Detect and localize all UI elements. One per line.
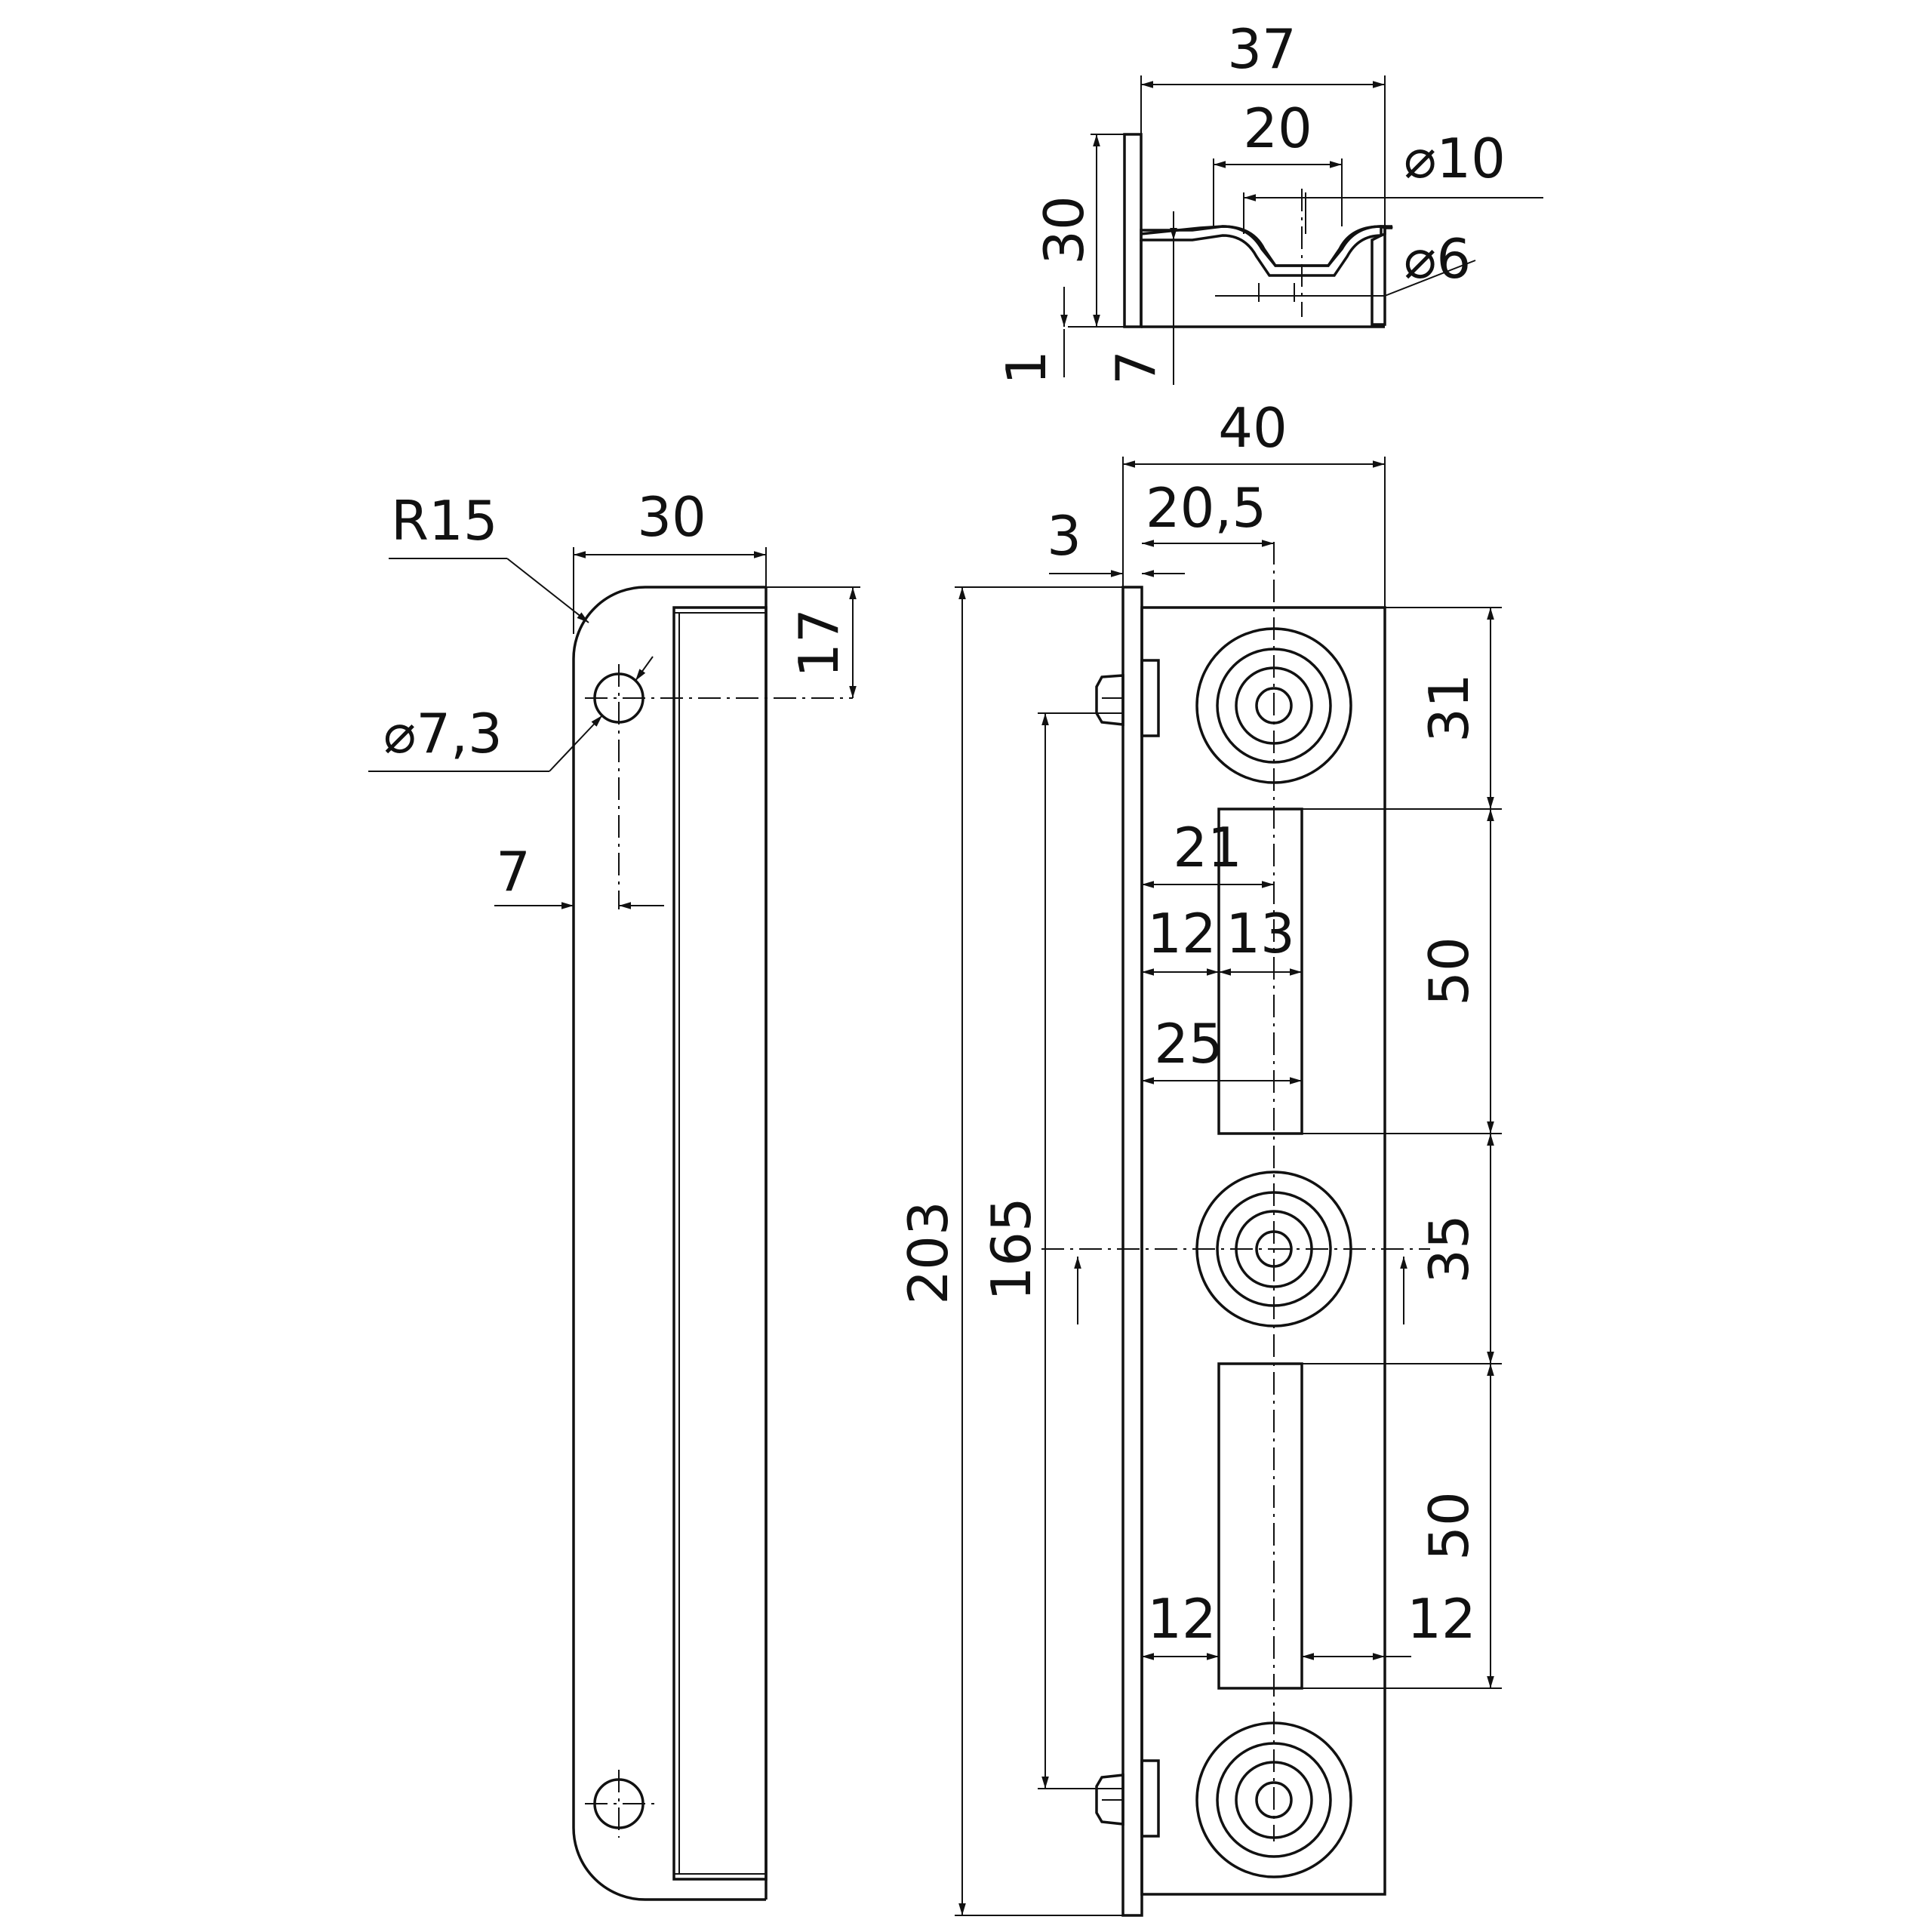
dim-7-side: 7 [496, 840, 531, 903]
dim-12-a: 12 [1147, 902, 1217, 965]
side-view: R15 30 17 ⌀7,3 7 [368, 485, 860, 1901]
screw-bottom [1095, 1759, 1160, 1838]
dim-165: 165 [980, 1197, 1043, 1300]
dim-1: 1 [995, 350, 1058, 385]
side-channel [672, 606, 768, 1881]
front-view: 40 20,5 3 203 165 31 50 35 50 21 [897, 396, 1502, 1917]
dim-40: 40 [1218, 396, 1287, 460]
dim-31: 31 [1417, 673, 1481, 743]
dim-dia-10: ⌀10 [1404, 127, 1506, 190]
dim-25: 25 [1154, 1012, 1223, 1075]
front-plate-edge [1121, 586, 1143, 1917]
dim-12-c: 12 [1407, 1587, 1476, 1651]
dim-7-top: 7 [1104, 350, 1168, 385]
dim-21: 21 [1173, 816, 1242, 879]
dim-17: 17 [787, 608, 851, 678]
dim-50-top: 50 [1417, 937, 1481, 1006]
dim-r15: R15 [391, 489, 498, 552]
flange-section [1123, 133, 1143, 328]
dim-dia-73: ⌀7,3 [383, 702, 503, 765]
dim-203: 203 [897, 1201, 960, 1304]
dim-37: 37 [1227, 17, 1297, 81]
dim-20: 20 [1243, 97, 1312, 160]
dim-205: 20,5 [1146, 476, 1266, 540]
dim-30-top: 30 [1032, 195, 1096, 265]
slot-bottom [1217, 1362, 1303, 1690]
plate-hatch [1140, 225, 1386, 277]
dim-35: 35 [1417, 1214, 1481, 1284]
right-flange [1371, 225, 1386, 326]
dim-12-b: 12 [1147, 1587, 1217, 1651]
dim-30-side: 30 [637, 485, 706, 549]
dim-3: 3 [1047, 504, 1081, 568]
dim-13: 13 [1226, 902, 1295, 965]
front-plate [1140, 606, 1386, 1896]
screw-top [1095, 659, 1160, 737]
side-outline [572, 586, 766, 1901]
top-section-view: 37 20 ⌀10 ⌀6 30 1 7 [995, 17, 1543, 385]
dim-50-bottom: 50 [1417, 1491, 1481, 1561]
dim-dia-6: ⌀6 [1404, 227, 1471, 291]
